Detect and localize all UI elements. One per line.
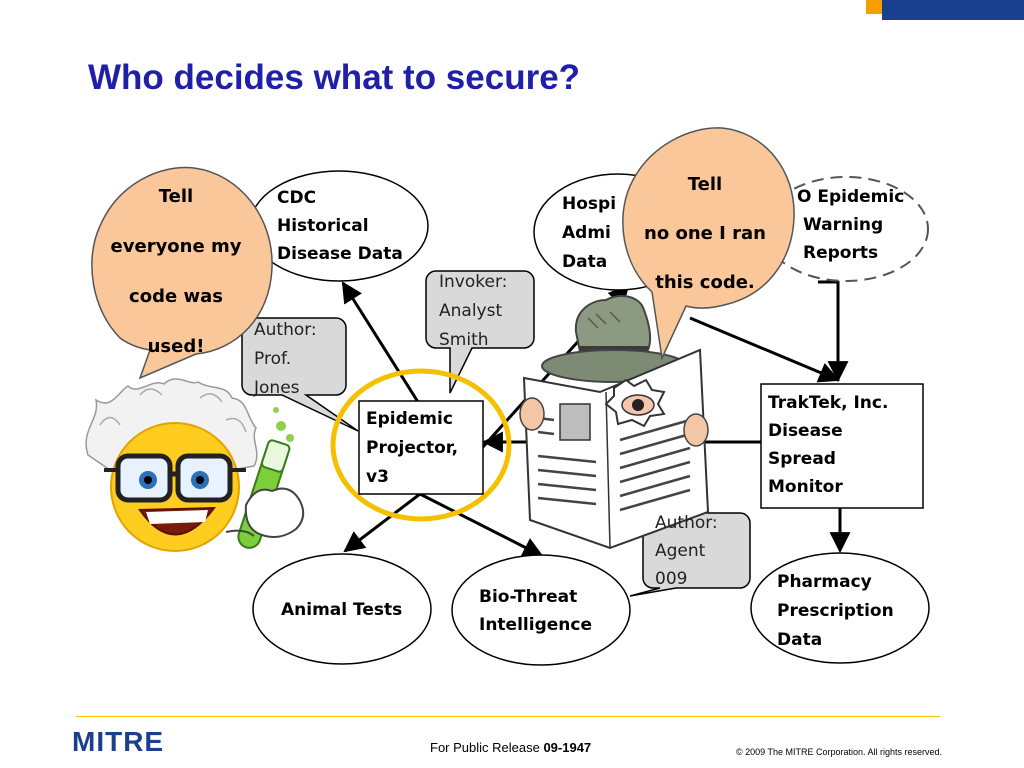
mitre-logo: MITRE (72, 726, 165, 757)
arrow-projector-to-animal (343, 492, 421, 553)
biothreat-node-shape (451, 554, 631, 666)
arrow-hospital-to-traktek (689, 316, 840, 383)
arrow-projector-to-biothreat (419, 492, 544, 558)
arrow-who-to-traktek (818, 280, 849, 383)
pharmacy-node-shape (750, 552, 930, 664)
copyright-note: © 2009 The MITRE Corporation. All rights… (736, 747, 943, 757)
invoker-callout-shape (425, 270, 535, 394)
spy-icon (519, 294, 710, 550)
release-number: 09-1947 (543, 740, 592, 755)
corner-accent (866, 0, 882, 14)
highlight-ring (330, 368, 512, 522)
corner-bar (882, 0, 1024, 20)
spy-speech-bubble (622, 127, 795, 361)
author-jones-callout: Author:Prof.Jones (254, 320, 317, 398)
arrow-projector-to-cdc (341, 281, 420, 403)
public-release-note: For Public Release 09-1947 (430, 740, 591, 755)
projector-node-shape (358, 400, 484, 495)
animal-node: Animal Tests (281, 600, 403, 620)
scientist-speech-bubble (91, 166, 273, 380)
who-node: O Epidemic Warning Reports (797, 187, 905, 263)
traktek-node-shape (760, 383, 924, 509)
animal-node-shape (252, 553, 432, 665)
footer-divider (76, 716, 940, 717)
slide-title: Who decides what to secure? (88, 58, 581, 97)
release-prefix: For Public Release (430, 740, 540, 755)
scientist-icon (85, 378, 305, 552)
